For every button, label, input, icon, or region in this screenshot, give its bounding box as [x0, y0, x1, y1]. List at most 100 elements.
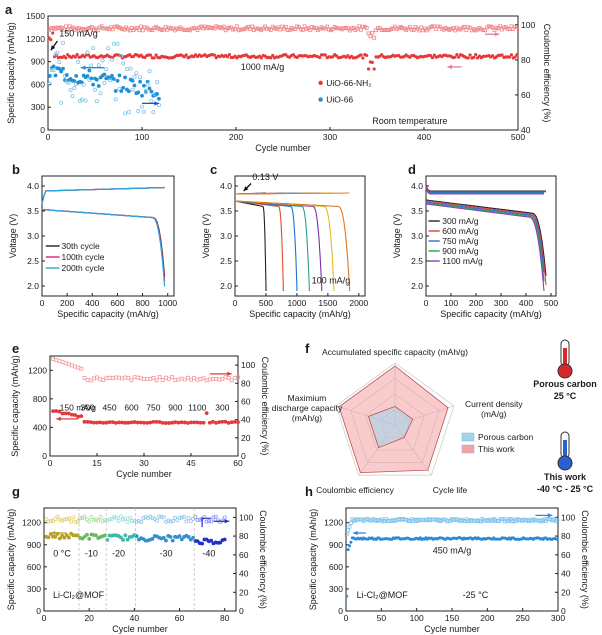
capacity-point-UiO-66-NH2 [259, 56, 263, 60]
x-tick-label: 0 [40, 298, 45, 308]
y2-tick-label: 60 [239, 550, 249, 560]
discharge-curve-3 [234, 200, 310, 291]
ce-point-UiO-66-NH2 [515, 25, 519, 30]
ce-point-UiO-66 [124, 66, 129, 71]
y-tick-label: 600 [27, 562, 41, 572]
capacity-point-UiO-66-NH2 [212, 53, 216, 57]
capacity-point [218, 540, 223, 545]
capacity-point [167, 421, 171, 425]
discharge-curve-3 [425, 202, 545, 282]
x-tick-label: 50 [377, 613, 387, 623]
capacity-point [98, 420, 103, 425]
capacity-point [223, 419, 228, 424]
charge-curve-2 [425, 186, 544, 194]
ce-point [79, 366, 84, 371]
charge-curve-4 [425, 187, 544, 195]
capacity-point-UiO-66-NH2 [513, 55, 517, 59]
capacity-point-UiO-66 [87, 68, 92, 73]
ce-point-UiO-66 [66, 80, 71, 85]
capacity-point-UiO-66-NH2 [365, 53, 369, 58]
ce-point [54, 358, 59, 362]
ce-point-UiO-66 [55, 50, 60, 55]
ce-point-UiO-66 [93, 87, 98, 92]
ce-point [229, 378, 234, 383]
ce-point [73, 519, 78, 524]
capacity-point-UiO-66-NH2 [225, 55, 230, 59]
y-tick-label: 4.0 [27, 181, 39, 191]
ce-point [220, 518, 225, 523]
capacity-point-UiO-66-NH2 [331, 55, 335, 59]
y2-tick-label: 20 [561, 587, 571, 597]
ce-point [170, 519, 175, 524]
y-tick-label: 400 [33, 422, 47, 432]
x-tick-label: 250 [516, 613, 530, 623]
ce-point [170, 375, 175, 379]
ce-point [82, 514, 87, 519]
ce-point [214, 376, 218, 381]
ce-point-UiO-66 [94, 99, 99, 104]
legend-label-cycle-1: 100th cycle [61, 252, 104, 262]
y-tick-label: 300 [31, 102, 45, 112]
ce-point [188, 519, 193, 524]
ce-point [232, 376, 237, 380]
capacity-point-UiO-66-NH2 [128, 53, 132, 57]
y2-axis-label: Coulombic efficiency (%) [542, 24, 552, 123]
y-axis-label: Specific capacity (mAh/g) [6, 22, 16, 124]
capacity-point [236, 420, 240, 425]
capacity-point [179, 537, 184, 542]
ce-point-UiO-66 [128, 66, 133, 71]
capacity-point-UiO-66-NH2 [500, 53, 504, 57]
ce-point [195, 517, 200, 522]
plot-frame-b [41, 175, 175, 297]
ce-point [107, 375, 112, 380]
y-axis-label: Specific capacity (mAh/g) [308, 509, 318, 611]
ce-point [107, 517, 112, 522]
capacity-point [161, 535, 166, 540]
ce-point [185, 375, 190, 380]
capacity-point-UiO-66 [63, 78, 67, 83]
y-axis-label: Voltage (V) [8, 214, 18, 259]
capacity-point-UiO-66 [147, 86, 152, 91]
y-tick-label: 2.5 [27, 256, 39, 266]
capacity-point [117, 420, 121, 425]
ce-point [166, 518, 171, 523]
radar-axis-label-4b: discharge capacity [272, 403, 343, 413]
capacity-point-UiO-66 [140, 93, 144, 98]
charge-curve-1 [425, 185, 546, 193]
ce-point-UiO-66 [89, 63, 94, 68]
ce-point [87, 519, 92, 524]
ce-point-UiO-66 [96, 63, 101, 68]
discharge-curve-1 [234, 200, 284, 291]
x-tick-label: 400 [519, 298, 533, 308]
x-tick-label: 40 [130, 613, 140, 623]
capacity-point-UiO-66-NH2 [64, 56, 68, 60]
radar-axis-label-4a: Maximium [288, 393, 327, 403]
x-axis-label: Cycle number [424, 624, 480, 634]
ce-point-UiO-66 [145, 82, 150, 87]
capacity-point-UiO-66-NH2 [515, 53, 519, 57]
capacity-point [148, 420, 153, 425]
y-tick-label: 4.0 [411, 181, 423, 191]
y-tick-label: 0 [338, 606, 343, 616]
ce-point-UiO-66 [104, 67, 109, 72]
ce-point [64, 517, 69, 522]
y-tick-label: 0 [40, 125, 45, 135]
ce-point [75, 519, 80, 524]
ce-point-UiO-66 [123, 111, 128, 116]
capacity-point [73, 413, 77, 417]
capacity-point [349, 540, 353, 544]
capacity-point [51, 409, 56, 414]
y-axis-label: Voltage (V) [392, 214, 402, 259]
y-axis-label: Voltage (V) [201, 214, 211, 259]
capacity-point-UiO-66 [79, 80, 84, 85]
ce-point [44, 517, 49, 522]
y-tick-label: 0 [42, 451, 47, 461]
capacity-point [85, 532, 89, 537]
capacity-point [164, 538, 168, 543]
capacity-point-UiO-66-NH2 [75, 53, 79, 57]
x-tick-label: 0 [424, 298, 429, 308]
capacity-point [154, 419, 159, 424]
ce-point [179, 515, 184, 520]
capacity-point [91, 420, 96, 425]
